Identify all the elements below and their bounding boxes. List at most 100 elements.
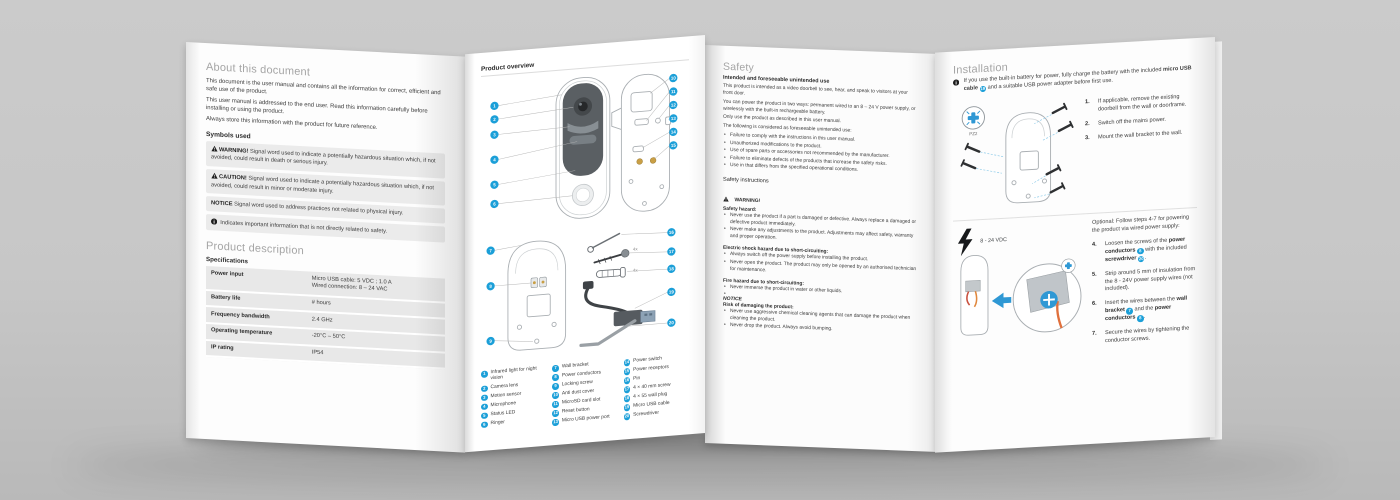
wired-steps: Optional: Follow steps 4-7 for powering … xyxy=(1092,212,1197,353)
svg-text:16: 16 xyxy=(669,230,674,235)
mount-bracket-row: PZ2 xyxy=(953,87,1197,215)
legend-num: 14 xyxy=(623,359,631,367)
svg-text:9: 9 xyxy=(489,338,492,343)
callout-8: 8 xyxy=(486,282,495,291)
notice-label: NOTICE xyxy=(211,199,233,207)
mount-steps: 1. If applicable, remove the existing doo… xyxy=(1085,87,1197,207)
wired-power-row: 8 - 24 VDC xyxy=(953,212,1197,361)
magnified-conductor-view xyxy=(1012,258,1082,333)
svg-text:12: 12 xyxy=(671,102,676,107)
legend-num: 4 xyxy=(481,403,488,411)
legend-label: Ringer xyxy=(490,419,505,427)
panel-product-overview: Product overview xyxy=(465,35,705,453)
step-number: 4. xyxy=(1092,241,1097,248)
svg-text:11: 11 xyxy=(671,89,676,94)
legend-label: Anti dust cover xyxy=(561,388,595,397)
svg-text:4: 4 xyxy=(493,157,496,162)
spec-value: -20°C – 50°C xyxy=(311,333,346,341)
legend-label: 4 × 40 mm screw xyxy=(633,382,671,391)
panel-safety: Safety Intended and foreseeable unintend… xyxy=(705,45,935,452)
step-text: Loosen the screws of the power conductor… xyxy=(1105,236,1187,263)
step-number: 7. xyxy=(1092,330,1097,338)
motion-sensor-drawing xyxy=(567,120,599,134)
legend-label: Locking screw xyxy=(561,380,593,388)
info-text: Indicates important information that is … xyxy=(220,219,388,235)
panel-installation: Installation If you use the built-in bat… xyxy=(935,37,1215,453)
usb-cable-drawing xyxy=(582,281,656,327)
callout-20: 20 xyxy=(667,318,676,327)
doorbell-front-back-diagram: 1 2 3 4 5 6 xyxy=(490,73,678,219)
callout-6: 6 xyxy=(490,199,499,209)
legend-num: 12 xyxy=(552,409,559,417)
microsd-slot-drawing xyxy=(634,118,649,126)
legend-label: Power switch xyxy=(633,356,662,364)
bracket-accessories-diagram: 7 8 9 4x 4x xyxy=(486,228,676,351)
warning-triangle-icon xyxy=(211,145,218,152)
callout-11: 11 xyxy=(669,87,678,96)
step-4: 4. Loosen the screws of the power conduc… xyxy=(1092,236,1197,266)
step-text: Strip around 5 mm of insulation from the… xyxy=(1105,265,1196,293)
step-7: 7.Secure the wires by tightening the con… xyxy=(1092,325,1197,347)
safety-hazard-list: Never use the product if a part is damag… xyxy=(723,213,917,249)
step-number: 2. xyxy=(1085,120,1090,128)
step-text: If applicable, remove the existing doorb… xyxy=(1098,93,1187,113)
callout-7: 7 xyxy=(486,246,495,255)
callout-9: 9 xyxy=(486,336,495,346)
callout-5: 5 xyxy=(490,180,499,189)
caution-label: CAUTION! xyxy=(219,174,247,182)
legend-label: Microphone xyxy=(490,400,517,409)
svg-text:17: 17 xyxy=(669,249,674,254)
legend-num: 7 xyxy=(552,364,559,372)
svg-text:2: 2 xyxy=(493,117,496,122)
optional-intro: Optional: Follow steps 4-7 for powering … xyxy=(1092,214,1190,234)
info-icon xyxy=(953,79,960,86)
step-number: 1. xyxy=(1085,98,1090,106)
callout-13: 13 xyxy=(669,114,678,123)
legend-label: Wall bracket xyxy=(561,362,589,370)
info-symbol-box: Indicates important information that is … xyxy=(206,214,445,243)
reset-button-drawing xyxy=(655,117,661,124)
spec-label: Frequency bandwidth xyxy=(211,311,270,321)
power-receptor-drawing xyxy=(636,158,643,165)
svg-text:15: 15 xyxy=(671,143,676,148)
table-shadow xyxy=(70,448,1330,482)
legend-label: Micro USB cable xyxy=(633,400,670,409)
spec-value: # hours xyxy=(311,299,331,307)
callout-12: 12 xyxy=(669,100,678,110)
step-number: 3. xyxy=(1085,134,1090,141)
info-icon xyxy=(211,217,218,225)
step-text: Insert the wires between the wall bracke… xyxy=(1105,295,1188,323)
legend-label: Power conductors xyxy=(561,370,601,379)
legend-num: 11 xyxy=(552,400,559,408)
callout-19: 19 xyxy=(667,287,676,297)
callout-3: 3 xyxy=(490,130,499,139)
legend-label: MicroSD card slot xyxy=(561,397,601,406)
screwdriver-drawing xyxy=(579,319,637,347)
spec-value: IP54 xyxy=(311,349,324,357)
wall-bracket-drawing xyxy=(507,240,567,351)
step-text: Switch off the mains power. xyxy=(1098,116,1166,127)
legend-label: Motion sensor xyxy=(490,391,522,400)
lightning-icon xyxy=(957,228,973,257)
callout-14: 14 xyxy=(669,127,678,137)
legend-label: Infrared light for night vision xyxy=(490,366,537,382)
step-text: Mount the wall bracket to the wall. xyxy=(1098,129,1183,141)
callout-4: 4 xyxy=(490,155,499,164)
bracket-screws-diagram: PZ2 xyxy=(960,102,1074,204)
step-5: 5. Strip around 5 mm of insulation from t… xyxy=(1092,266,1197,296)
callout-16: 16 xyxy=(667,228,676,237)
legend-num: 20 xyxy=(623,413,631,421)
svg-text:4x: 4x xyxy=(633,246,638,251)
legend-num: 16 xyxy=(623,377,631,385)
spec-value: 2.4 GHz xyxy=(311,316,333,324)
step-number: 5. xyxy=(1092,271,1097,278)
warning-symbol-box: WARNING! Signal word used to indicate a … xyxy=(206,141,445,179)
legend-label: Power receptors xyxy=(633,364,669,373)
legend-num: 3 xyxy=(481,394,488,402)
spec-label: Power input xyxy=(211,270,244,278)
caution-symbol-box: CAUTION! Signal word used to indicate a … xyxy=(206,168,445,206)
step-6: 6. Insert the wires between the wall bra… xyxy=(1092,295,1197,325)
legend-num: 10 xyxy=(552,391,559,399)
voltage-label: 8 - 24 VDC xyxy=(980,237,1007,244)
legend-num: 5 xyxy=(481,412,488,420)
